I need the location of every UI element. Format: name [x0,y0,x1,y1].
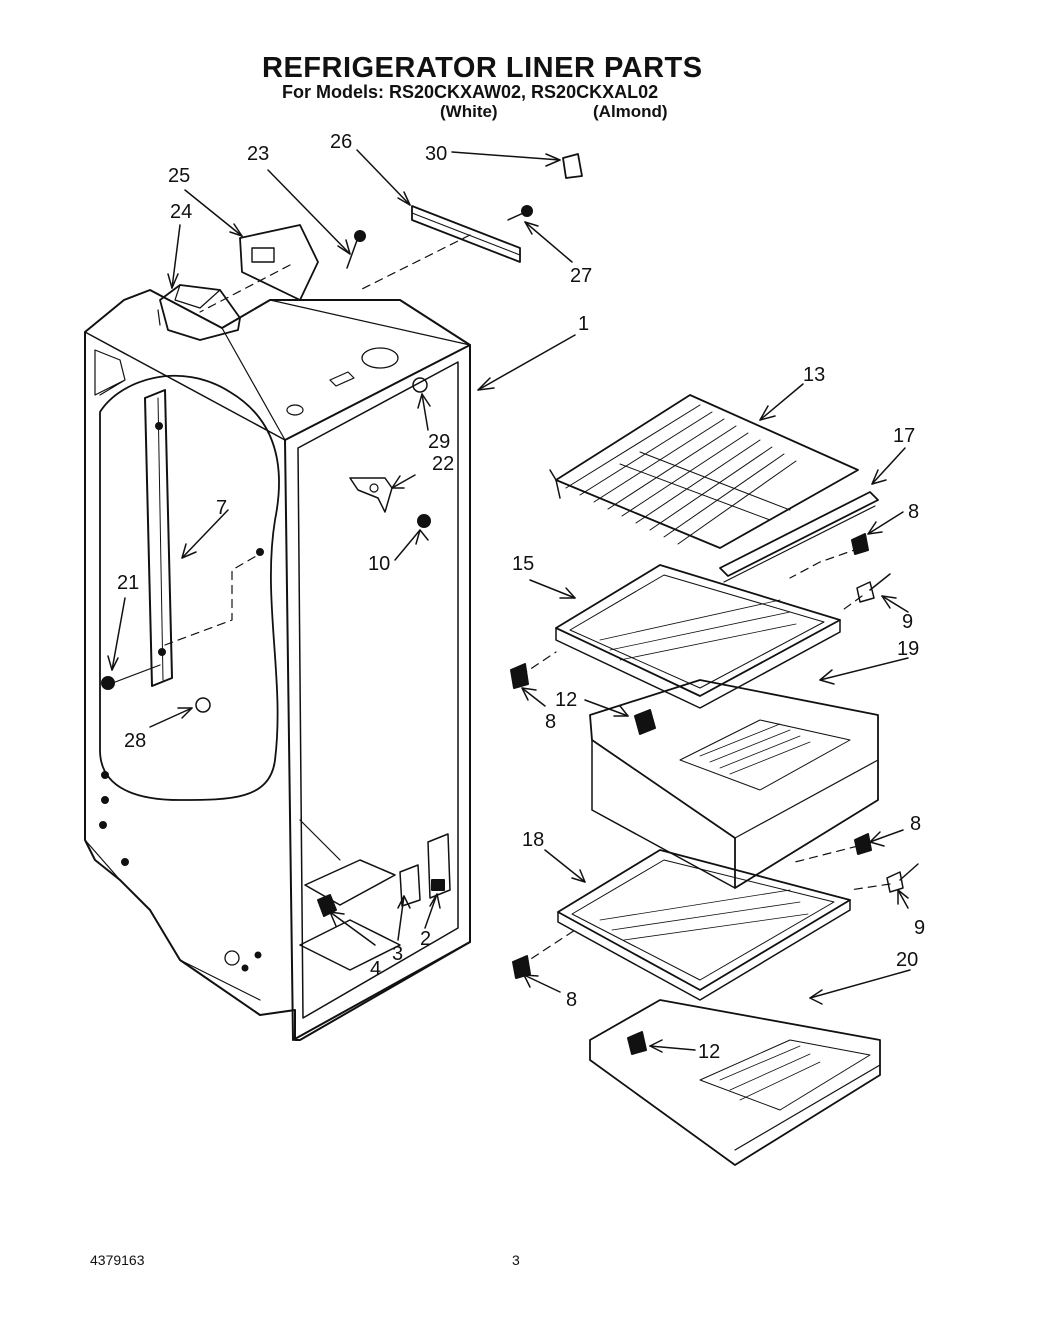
callout-8-bottom: 8 [566,989,577,1011]
callout-23: 23 [247,143,269,165]
variant-white: (White) [440,102,498,121]
callout-4: 4 [370,958,381,980]
callout-17: 17 [893,425,915,447]
callout-18: 18 [522,829,544,851]
callout-3: 3 [392,943,403,965]
callout-28: 28 [124,730,146,752]
callout-12-bottom: 12 [698,1041,720,1063]
callout-13: 13 [803,364,825,386]
callout-9-top: 9 [902,611,913,633]
callout-25: 25 [168,165,190,187]
document-number: 4379163 [90,1252,145,1268]
callout-7: 7 [216,497,227,519]
callout-24: 24 [170,201,192,223]
wire-shelf-13 [549,394,859,549]
callout-26: 26 [330,131,352,153]
callout-9-bottom: 9 [914,917,925,939]
callout-leaders [107,149,911,1053]
callout-labels: 1 2 3 4 7 8 8 8 8 9 9 10 12 12 13 15 17 … [117,131,925,1063]
callout-8-top: 8 [908,501,919,523]
refrigerator-liner [84,289,471,1041]
callout-21: 21 [117,572,139,594]
callout-2: 2 [420,928,431,950]
top-components [157,153,583,341]
crisper-drawer-19 [589,679,879,889]
shelf-rail-17 [719,491,879,583]
shelf-supports [510,533,919,1055]
glass-shelf-15 [555,564,841,709]
callout-20: 20 [896,949,918,971]
callout-8-right: 8 [910,813,921,835]
callout-27: 27 [570,265,592,287]
callout-15: 15 [512,553,534,575]
callout-19: 19 [897,638,919,660]
callout-1: 1 [578,313,589,335]
callout-22: 22 [432,453,454,475]
callout-30: 30 [425,143,447,165]
callout-10: 10 [368,553,390,575]
pan-20 [589,999,881,1166]
callout-29: 29 [428,431,450,453]
glass-shelf-18 [557,849,851,1001]
page-title: REFRIGERATOR LINER PARTS [262,52,703,84]
variant-almond: (Almond) [593,102,668,121]
models-line: For Models: RS20CKXAW02, RS20CKXAL02 [282,82,659,102]
callout-8-left: 8 [545,711,556,733]
page-number: 3 [512,1252,520,1268]
callout-12-top: 12 [555,689,577,711]
